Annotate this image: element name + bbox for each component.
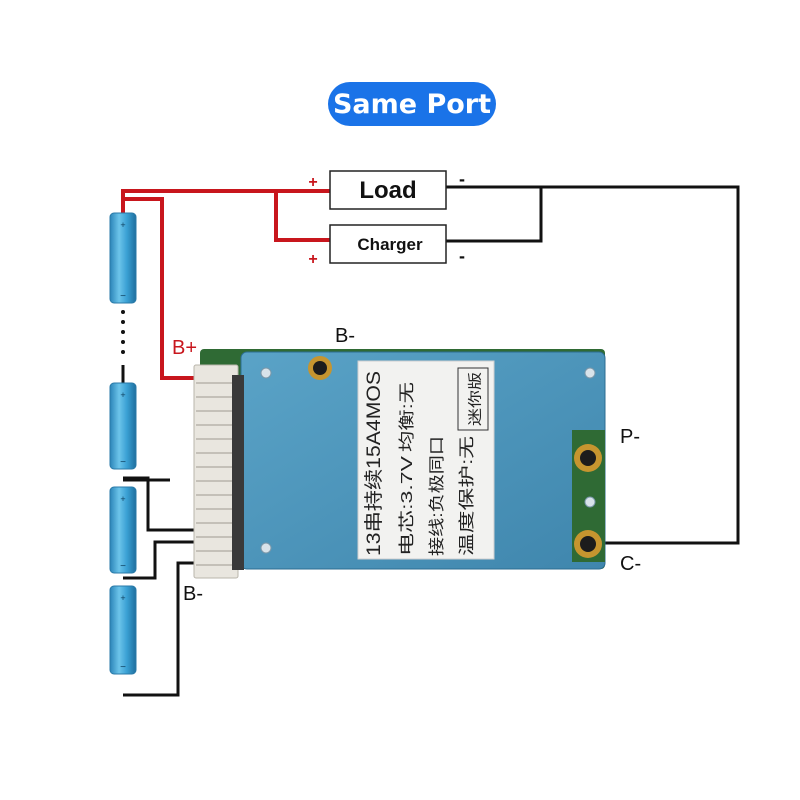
- edition-badge: 迷你版: [467, 372, 483, 426]
- svg-text:−: −: [120, 291, 126, 302]
- b-minus-pad: [308, 356, 332, 380]
- spec-line-1: 13串持续15A4MOS: [363, 371, 385, 556]
- b-minus-top-label: B-: [335, 325, 355, 347]
- load-plus-sign: +: [308, 174, 317, 191]
- spec-line-3: 接线:负极同口: [428, 436, 446, 556]
- svg-text:−: −: [120, 457, 126, 468]
- battery-cell: + −: [109, 585, 137, 675]
- svg-text:+: +: [120, 593, 125, 603]
- positive-wires: [121, 189, 332, 380]
- balance-connector: [193, 364, 244, 579]
- negative-wires: [121, 185, 740, 697]
- svg-text:+: +: [120, 220, 125, 230]
- spec-line-2a: 电芯:3.7V: [398, 456, 416, 556]
- charger-box: Charger: [329, 224, 447, 264]
- charger-label: Charger: [357, 235, 423, 254]
- load-box: Load: [329, 170, 447, 210]
- spec-line-2b: 均衡:无: [398, 382, 416, 452]
- svg-text:+: +: [120, 390, 125, 400]
- p-minus-pad: [574, 444, 602, 472]
- b-plus-label: B+: [172, 337, 197, 359]
- load-minus-sign: -: [459, 169, 465, 189]
- series-dots: [121, 310, 125, 354]
- battery-cell: + −: [109, 382, 137, 470]
- spec-label: 13串持续15A4MOS 电芯:3.7V 均衡:无 接线:负极同口 温度保护:无…: [357, 360, 495, 560]
- bms-board: 13串持续15A4MOS 电芯:3.7V 均衡:无 接线:负极同口 温度保护:无…: [193, 349, 606, 579]
- battery-cell: + −: [109, 212, 137, 304]
- battery-cell: + −: [109, 486, 137, 574]
- p-minus-label: P-: [620, 426, 640, 448]
- svg-text:−: −: [120, 662, 126, 673]
- spec-line-4: 温度保护:无: [458, 436, 476, 556]
- charger-plus-sign: +: [308, 251, 317, 268]
- load-label: Load: [359, 177, 416, 204]
- b-minus-bottom-label: B-: [183, 583, 203, 605]
- c-minus-pad: [574, 530, 602, 558]
- svg-text:−: −: [120, 561, 126, 572]
- title-badge: Same Port: [328, 82, 496, 126]
- svg-text:+: +: [120, 494, 125, 504]
- c-minus-label: C-: [620, 553, 641, 575]
- charger-minus-sign: -: [459, 246, 465, 266]
